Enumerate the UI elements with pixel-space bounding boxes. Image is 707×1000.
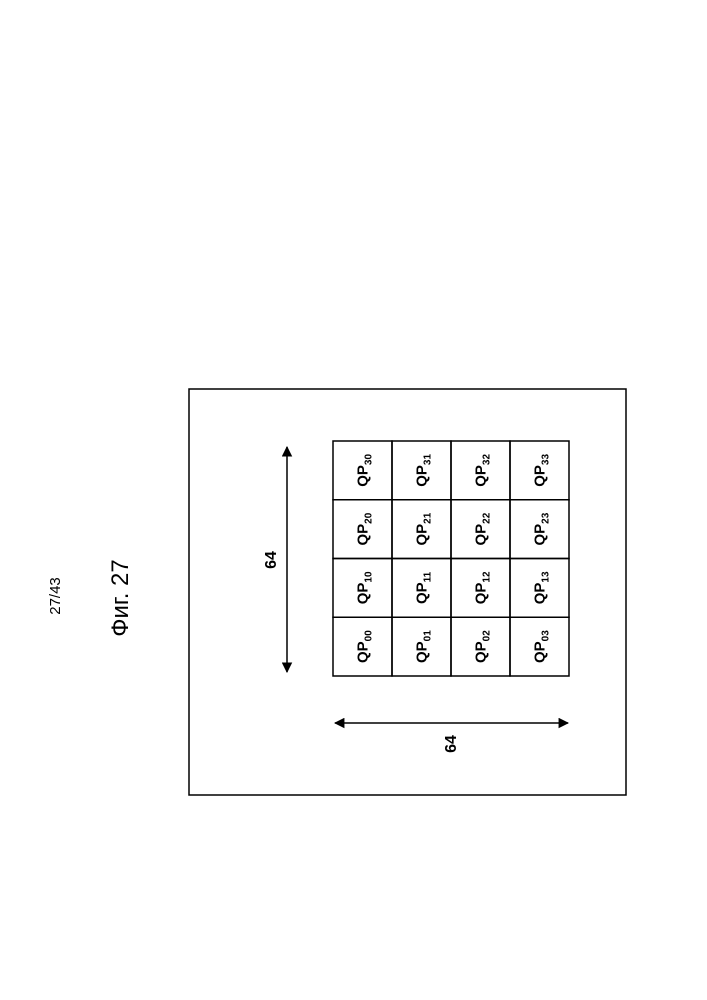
qp-subscript: 13 (541, 571, 552, 583)
qp-cell: QP01 (392, 617, 451, 676)
figure-caption: Фиг. 27 (107, 559, 134, 637)
qp-subscript: 30 (364, 454, 375, 466)
qp-prefix: QP (414, 524, 431, 546)
qp-prefix: QP (355, 524, 372, 546)
qp-cell: QP03 (510, 617, 569, 676)
qp-subscript: 31 (423, 454, 434, 466)
qp-subscript: 22 (482, 512, 493, 524)
qp-cell: QP23 (510, 500, 569, 559)
qp-prefix: QP (414, 582, 431, 604)
qp-cell: QP12 (451, 559, 510, 618)
qp-cell-label: QP31 (414, 454, 434, 487)
qp-prefix: QP (355, 583, 372, 605)
qp-cell: QP22 (451, 500, 510, 559)
qp-cell: QP30 (333, 441, 392, 500)
qp-cell-label: QP03 (532, 630, 552, 663)
qp-subscript: 01 (423, 630, 434, 642)
qp-prefix: QP (473, 524, 490, 546)
qp-prefix: QP (532, 524, 549, 546)
qp-prefix: QP (532, 465, 549, 487)
qp-subscript: 10 (364, 571, 375, 583)
qp-cell-label: QP02 (473, 630, 493, 663)
qp-cell-label: QP20 (355, 512, 375, 545)
qp-subscript: 11 (423, 571, 434, 582)
qp-cell-label: QP01 (414, 630, 434, 663)
qp-cell: QP02 (451, 617, 510, 676)
qp-prefix: QP (473, 641, 490, 663)
qp-subscript: 03 (541, 630, 552, 642)
qp-cell: QP13 (510, 559, 569, 618)
qp-cell-label: QP13 (532, 571, 552, 604)
qp-subscript: 33 (541, 454, 552, 466)
qp-subscript: 00 (364, 630, 375, 642)
qp-prefix: QP (414, 641, 431, 663)
qp-cell-label: QP10 (355, 571, 375, 604)
qp-cell-label: QP23 (532, 512, 552, 545)
qp-cell-label: QP11 (414, 571, 434, 604)
qp-cell-label: QP00 (355, 630, 375, 663)
qp-prefix: QP (532, 641, 549, 663)
qp-cell: QP31 (392, 441, 451, 500)
qp-cell: QP20 (333, 500, 392, 559)
qp-subscript: 02 (482, 630, 493, 642)
qp-cell: QP33 (510, 441, 569, 500)
qp-cell-label: QP32 (473, 454, 493, 487)
qp-cell-label: QP21 (414, 512, 434, 545)
qp-subscript: 21 (423, 512, 434, 524)
qp-cell-label: QP33 (532, 454, 552, 487)
qp-cell: QP21 (392, 500, 451, 559)
qp-cell: QP10 (333, 559, 392, 618)
qp-subscript: 20 (364, 512, 375, 524)
qp-cell: QP11 (392, 559, 451, 618)
qp-prefix: QP (355, 465, 372, 487)
qp-prefix: QP (355, 641, 372, 663)
qp-prefix: QP (532, 583, 549, 605)
qp-prefix: QP (414, 465, 431, 487)
qp-cell-label: QP12 (473, 571, 493, 604)
qp-cell: QP00 (333, 617, 392, 676)
qp-cell-label: QP30 (355, 454, 375, 487)
figure-frame (189, 389, 626, 795)
horizontal-dimension-label: 64 (443, 735, 460, 753)
page-number: 27/43 (47, 577, 64, 615)
qp-prefix: QP (473, 583, 490, 605)
qp-subscript: 32 (482, 454, 493, 466)
vertical-dimension-label: 64 (263, 551, 280, 569)
qp-prefix: QP (473, 465, 490, 487)
qp-grid: QP30QP31QP32QP33QP20QP21QP22QP23QP10QP11… (333, 441, 569, 676)
qp-cell: QP32 (451, 441, 510, 500)
qp-subscript: 12 (482, 571, 493, 583)
qp-subscript: 23 (541, 512, 552, 524)
qp-cell-label: QP22 (473, 512, 493, 545)
